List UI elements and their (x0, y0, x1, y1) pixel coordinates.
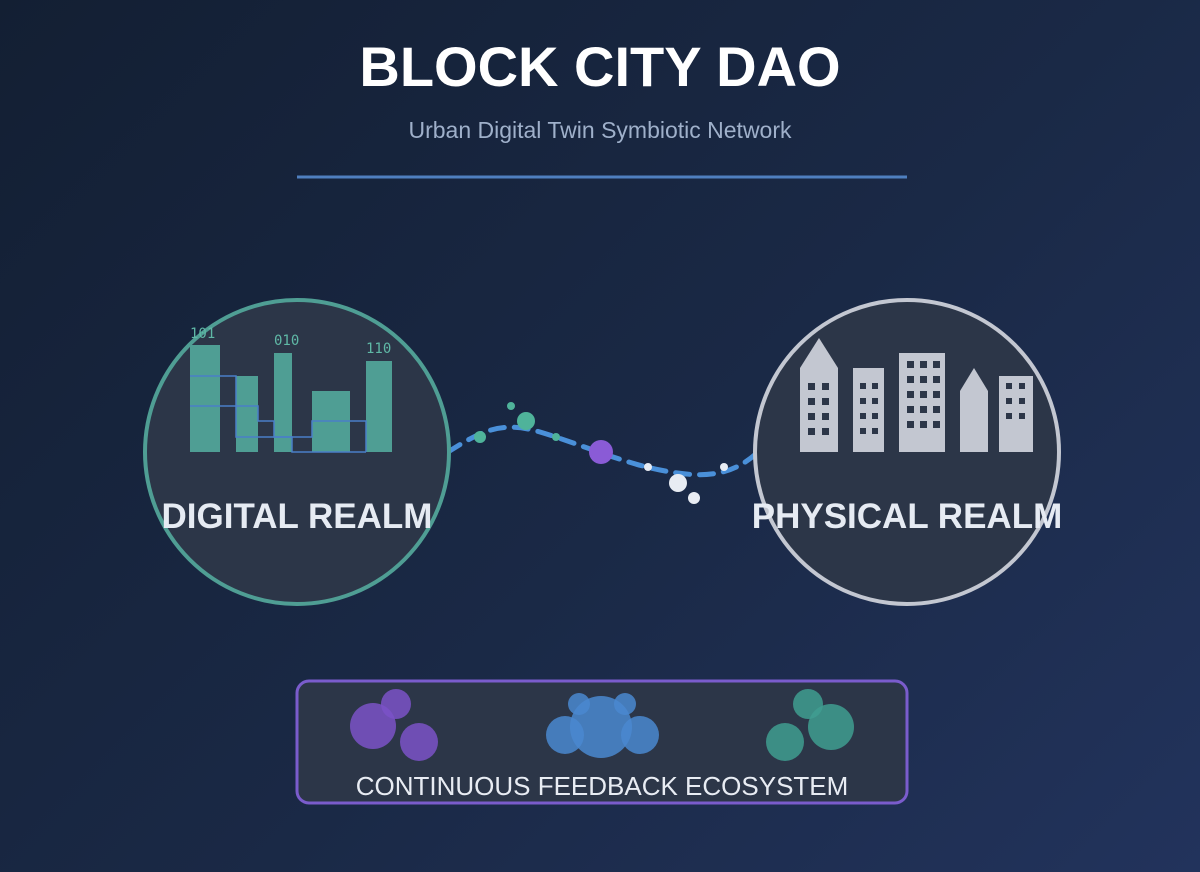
building (800, 368, 838, 452)
connection-wave (445, 424, 761, 478)
page-title: BLOCK CITY DAO (359, 35, 840, 98)
building (999, 376, 1033, 452)
data-bar (274, 353, 292, 452)
building (853, 368, 884, 452)
city-buildings-icon (800, 338, 1033, 452)
data-bars-icon (190, 345, 392, 453)
physical-realm-label: PHYSICAL REALM (752, 497, 1063, 536)
binary-label: 101 (190, 326, 215, 342)
building-roof (800, 338, 838, 368)
circuit-trace (190, 405, 366, 453)
connection-node (720, 463, 728, 471)
data-bar (190, 345, 220, 452)
building (960, 391, 988, 452)
blue-cluster-icon (546, 693, 659, 758)
connection-node (644, 463, 652, 471)
building (899, 353, 945, 452)
connection-node (507, 402, 515, 410)
teal-cluster-icon (766, 689, 854, 761)
connection-node (688, 492, 700, 504)
physical-realm: PHYSICAL REALM (752, 298, 1063, 606)
connection-node (669, 474, 687, 492)
digital-realm-label: DIGITAL REALM (162, 497, 433, 536)
building-roof (960, 368, 988, 391)
data-bar (236, 376, 258, 452)
connection-node (552, 433, 560, 441)
connection-node (474, 431, 486, 443)
ecosystem-label: CONTINUOUS FEEDBACK ECOSYSTEM (356, 771, 849, 801)
connection-node (589, 440, 613, 464)
building-windows (808, 361, 1025, 435)
connection-node (517, 412, 535, 430)
connection-bridge (445, 402, 761, 504)
data-bar (366, 361, 392, 452)
binary-label: 110 (366, 341, 391, 357)
page-subtitle: Urban Digital Twin Symbiotic Network (408, 117, 792, 143)
purple-cluster-icon (350, 689, 438, 761)
binary-label: 010 (274, 333, 299, 349)
feedback-ecosystem: CONTINUOUS FEEDBACK ECOSYSTEM (295, 679, 909, 805)
circuit-trace (190, 375, 367, 452)
digital-realm: 101 010 110 DIGITAL REALM (143, 298, 451, 606)
